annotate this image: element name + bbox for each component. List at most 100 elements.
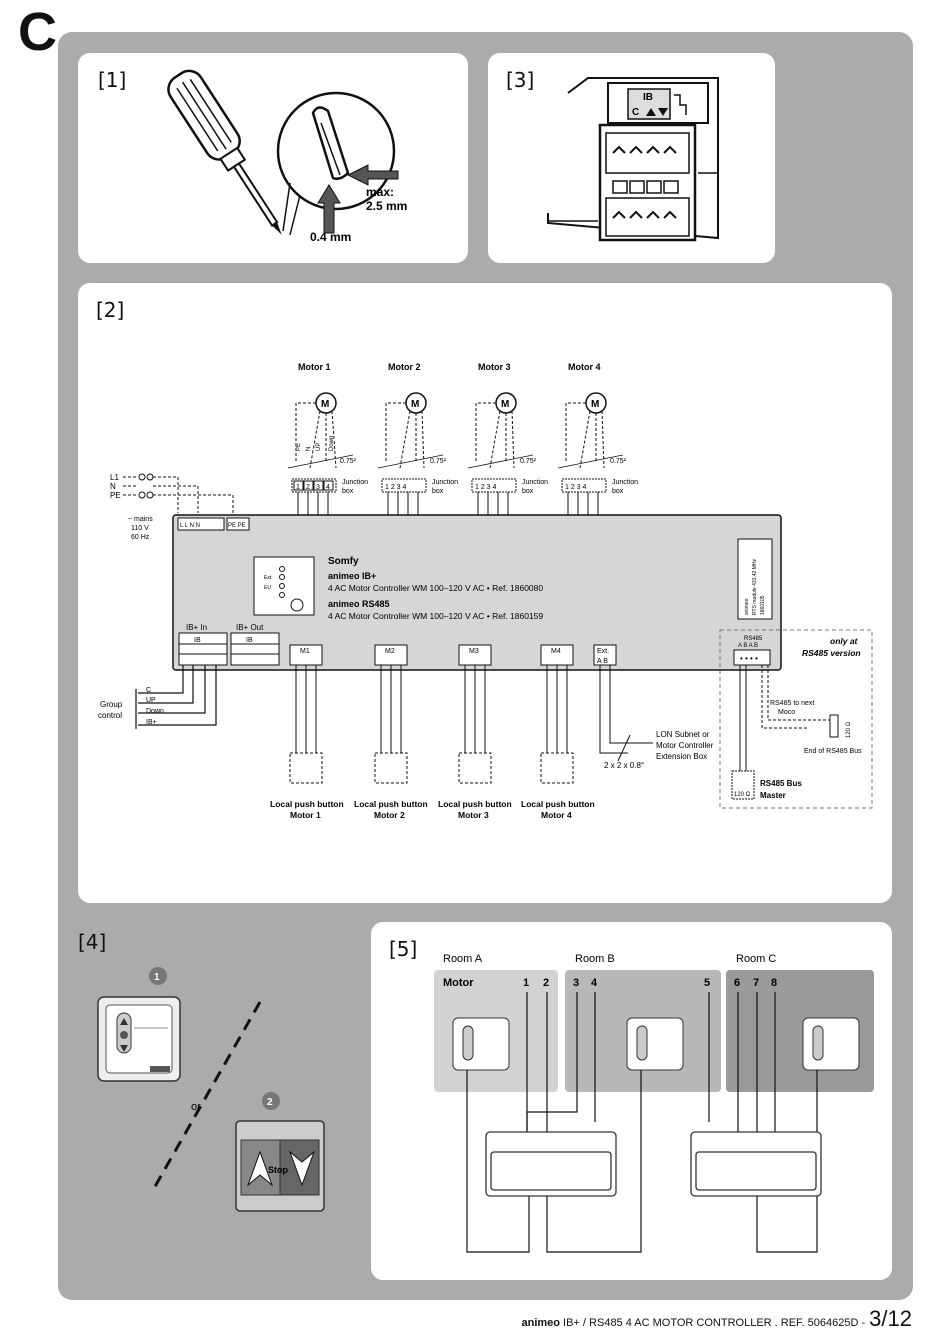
svg-text:RS485 Bus: RS485 Bus bbox=[760, 779, 802, 788]
svg-text:or: or bbox=[191, 1101, 201, 1113]
svg-text:7: 7 bbox=[753, 977, 759, 989]
controller-body bbox=[172, 514, 782, 671]
svg-text:Ext.: Ext. bbox=[264, 575, 273, 581]
svg-text:Stop: Stop bbox=[268, 1165, 288, 1175]
svg-text:IB+: IB+ bbox=[146, 719, 157, 726]
svg-text:animeo: animeo bbox=[744, 598, 750, 615]
footer-brand: animeo bbox=[521, 1317, 560, 1329]
svg-text:Local push button: Local push button bbox=[354, 799, 428, 809]
svg-text:Motor 4: Motor 4 bbox=[541, 810, 572, 820]
product1-desc: 4 AC Motor Controller WM 100–120 V AC • … bbox=[328, 583, 543, 593]
svg-text:L1: L1 bbox=[110, 473, 119, 482]
svg-text:1 2 3 4: 1 2 3 4 bbox=[565, 484, 587, 491]
svg-text:IB+ Out: IB+ Out bbox=[236, 623, 264, 632]
product2-desc: 4 AC Motor Controller WM 100–120 V AC • … bbox=[328, 611, 543, 621]
page-number: 3/12 bbox=[869, 1306, 912, 1331]
svg-text:control: control bbox=[98, 711, 122, 720]
panel-5-label: [5] bbox=[389, 937, 418, 961]
svg-text:M: M bbox=[591, 399, 599, 410]
svg-text:PE PE: PE PE bbox=[228, 523, 246, 529]
screwdriver-illustration: max: 2.5 mm 0.4 mm bbox=[167, 69, 407, 244]
svg-text:Group: Group bbox=[100, 700, 123, 709]
panel-1-label: [1] bbox=[98, 68, 127, 92]
svg-text:120 Ω: 120 Ω bbox=[734, 792, 751, 798]
svg-text:EU: EU bbox=[264, 585, 271, 591]
svg-text:Master: Master bbox=[760, 791, 786, 800]
svg-text:8: 8 bbox=[771, 977, 777, 989]
svg-text:box: box bbox=[432, 488, 444, 495]
svg-text:6: 6 bbox=[734, 977, 740, 989]
svg-text:M3: M3 bbox=[469, 648, 479, 655]
footer-text: IB+ / RS485 4 AC MOTOR CONTROLLER . REF.… bbox=[560, 1317, 866, 1329]
svg-text:2 x 2 x 0.8°: 2 x 2 x 0.8° bbox=[604, 761, 644, 770]
svg-text:2: 2 bbox=[306, 484, 310, 491]
svg-text:~ mains: ~ mains bbox=[128, 516, 153, 523]
panel-4: [4] 1 or 2 Stop bbox=[58, 920, 358, 1290]
max-text-2: 2.5 mm bbox=[366, 199, 407, 213]
svg-text:A B: A B bbox=[597, 658, 608, 665]
connector-illustration: IB C bbox=[547, 77, 719, 242]
svg-text:3: 3 bbox=[316, 484, 320, 491]
svg-text:M1: M1 bbox=[300, 648, 310, 655]
svg-text:UP: UP bbox=[146, 697, 156, 704]
svg-text:M: M bbox=[321, 399, 329, 410]
svg-text:RTS module 433,42 MHz: RTS module 433,42 MHz bbox=[752, 558, 758, 615]
svg-text:PE: PE bbox=[110, 491, 121, 500]
svg-text:4: 4 bbox=[591, 977, 598, 989]
svg-text:IB+ In: IB+ In bbox=[186, 623, 207, 632]
svg-text:Junction: Junction bbox=[432, 479, 458, 486]
svg-text:5: 5 bbox=[704, 977, 710, 989]
svg-text:3: 3 bbox=[573, 977, 579, 989]
svg-text:only at: only at bbox=[830, 636, 859, 646]
svg-text:Down: Down bbox=[329, 436, 335, 451]
svg-text:2: 2 bbox=[267, 1097, 273, 1108]
svg-text:0.75²: 0.75² bbox=[520, 458, 537, 465]
svg-text:L L N N: L L N N bbox=[180, 523, 200, 529]
room-wiring: Room A Room B Room C Motor 1 2 3 4 5 6 7… bbox=[434, 953, 874, 1253]
panel-2: [2] Motor 1 M PE N UP Down 0.75² 1 2 3 4… bbox=[78, 283, 892, 903]
svg-text:0.75²: 0.75² bbox=[340, 458, 357, 465]
svg-text:IB: IB bbox=[246, 637, 253, 644]
svg-text:RS485: RS485 bbox=[744, 636, 763, 642]
svg-text:M4: M4 bbox=[551, 648, 561, 655]
max-text-1: max: bbox=[366, 185, 394, 199]
svg-text:Room A: Room A bbox=[443, 953, 483, 965]
svg-text:Room C: Room C bbox=[736, 953, 776, 965]
svg-text:box: box bbox=[342, 488, 354, 495]
svg-text:0.75²: 0.75² bbox=[610, 458, 627, 465]
panel-5: [5] Room A Room B Room C Motor 1 2 3 4 5… bbox=[371, 922, 892, 1280]
svg-text:N: N bbox=[306, 447, 312, 451]
svg-text:A B A B: A B A B bbox=[738, 643, 758, 649]
c-label: C bbox=[632, 107, 639, 118]
svg-text:M: M bbox=[501, 399, 509, 410]
svg-text:Motor 1: Motor 1 bbox=[290, 810, 321, 820]
svg-text:1 2 3 4: 1 2 3 4 bbox=[385, 484, 407, 491]
svg-text:Junction: Junction bbox=[342, 479, 368, 486]
svg-text:Down: Down bbox=[146, 708, 164, 715]
svg-text:RS485 to next: RS485 to next bbox=[770, 700, 814, 707]
product1-name: animeo IB+ bbox=[328, 571, 376, 581]
svg-text:1: 1 bbox=[296, 484, 300, 491]
svg-text:N: N bbox=[110, 482, 116, 491]
svg-text:LON Subnet or: LON Subnet or bbox=[656, 730, 710, 739]
svg-text:Junction: Junction bbox=[522, 479, 548, 486]
ib-label: IB bbox=[643, 92, 653, 103]
svg-text:IB: IB bbox=[194, 637, 201, 644]
svg-text:1: 1 bbox=[523, 977, 529, 989]
svg-text:M: M bbox=[411, 399, 419, 410]
svg-text:RS485 version: RS485 version bbox=[802, 648, 861, 658]
svg-text:• • • •: • • • • bbox=[740, 654, 758, 663]
motor-3-label: Motor 3 bbox=[478, 362, 511, 372]
svg-text:Local push button: Local push button bbox=[270, 799, 344, 809]
motor-4-label: Motor 4 bbox=[568, 362, 601, 372]
svg-text:Extension Box: Extension Box bbox=[656, 752, 707, 761]
svg-text:1860105: 1860105 bbox=[760, 595, 766, 615]
switch-options: 1 or 2 Stop bbox=[97, 967, 325, 1212]
svg-text:Junction: Junction bbox=[612, 479, 638, 486]
svg-text:120 Ω: 120 Ω bbox=[846, 721, 852, 738]
svg-text:Motor: Motor bbox=[443, 977, 474, 989]
min-text: 0.4 mm bbox=[310, 230, 351, 244]
svg-text:PE: PE bbox=[296, 443, 302, 451]
section-letter: C bbox=[18, 2, 57, 62]
svg-text:End of RS485 Bus: End of RS485 Bus bbox=[804, 748, 862, 755]
